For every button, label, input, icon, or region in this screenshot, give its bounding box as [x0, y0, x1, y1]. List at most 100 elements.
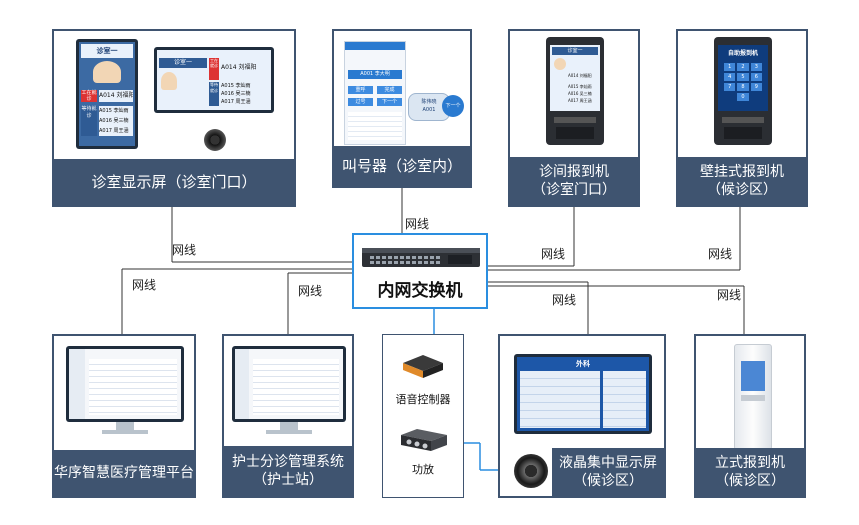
waiting-item: A016 吴三楠 [568, 91, 592, 96]
waiting-item: A015 李灿雨 [221, 83, 251, 89]
voice-controller-icon [403, 355, 443, 378]
waiting-item: A017 周王涵 [568, 98, 592, 103]
wire-label: 网线 [405, 217, 430, 231]
monitor-base [266, 430, 312, 434]
controller-label: 语音控制器 [395, 393, 451, 406]
lcd-title: 外科 [576, 360, 590, 368]
keypad: 1 2 3 4 5 6 7 8 9 0 [724, 63, 762, 101]
lcd-table-left [520, 371, 600, 428]
bubble-next-button: 下一个 [442, 95, 464, 117]
box-caption: 叫号器（诊室内） [334, 146, 470, 186]
monitor-base [102, 430, 148, 434]
key[interactable]: 5 [737, 73, 749, 81]
monitor-stand [116, 422, 134, 430]
key[interactable]: 3 [750, 63, 762, 71]
waiting-list: A015 李灿雨 A016 吴三楠 A017 周王涵 [221, 82, 269, 106]
waiting-label: 等待就诊 [209, 82, 219, 106]
current-patient: A014 刘福阳 [568, 73, 592, 78]
box-caption: 诊室显示屏（诊室门口） [54, 159, 294, 205]
waiting-item: A015 李灿雨 [99, 108, 129, 114]
key[interactable]: 1 [724, 63, 736, 71]
room-title: 诊室一 [552, 47, 598, 55]
scanner [724, 127, 762, 139]
skip-button[interactable]: 过号 [348, 98, 373, 106]
amplifier-icon [401, 429, 447, 451]
waiting-list: A015 李灿雨 A016 吴三楠 A017 周王涵 [568, 83, 598, 104]
box-stand-checkin: 立式报到机 （候诊区） [694, 334, 806, 498]
clinic-portrait-screen-image: 诊室一 工在就诊 A014 刘福阳 等待就诊 A015 李灿雨 A016 吴三楠… [76, 39, 138, 149]
speaker-icon [204, 129, 226, 151]
doctor-avatar [161, 72, 177, 90]
waiting-label: 等待就诊 [81, 106, 97, 136]
key[interactable]: 2 [737, 63, 749, 71]
nurse-monitor-image [232, 346, 346, 422]
kiosk-screen: 自助报到机 1 2 3 4 5 6 7 8 9 0 [718, 45, 768, 111]
wire-label: 网线 [298, 284, 323, 298]
waiting-item: A015 李灿雨 [568, 84, 592, 89]
kiosk-title: 自助报到机 [727, 50, 758, 57]
doctor-avatar [93, 61, 121, 83]
current-patient: A014 刘福阳 [221, 64, 257, 71]
box-lcd: 外科 液晶集中显示屏 （候诊区） [498, 334, 666, 498]
switch-label: 内网交换机 [377, 281, 463, 301]
box-nurse: 护士分诊管理系统 （护士站） [222, 334, 354, 498]
wire-label: 网线 [717, 288, 742, 302]
network-switch: 内网交换机 [352, 233, 488, 309]
data-table [89, 359, 177, 415]
waiting-item: A016 吴三楠 [221, 91, 251, 97]
wire-label: 网线 [708, 247, 733, 261]
room-title: 诊室一 [159, 58, 207, 68]
scanner [556, 127, 594, 139]
card-slot [722, 117, 764, 123]
box-wall-checkin: 自助报到机 1 2 3 4 5 6 7 8 9 0 壁挂式报到机 （候诊区） [676, 29, 808, 207]
box-caller: A001 李大明 重呼 完成 过号 下一个 陈伟晓 A001 下一个 叫号器（诊… [332, 29, 472, 188]
sidebar [235, 349, 249, 419]
box-caption: 华序智慧医疗管理平台 [54, 450, 194, 496]
card-slot [554, 117, 596, 123]
wire-label: 网线 [552, 293, 577, 307]
key[interactable]: 8 [737, 83, 749, 91]
key[interactable]: 0 [737, 93, 749, 101]
waiting-list: A015 李灿雨 A016 吴三楠 A017 周王涵 [99, 106, 133, 136]
bubble-name: 陈伟晓 [421, 99, 437, 105]
current-label: 工在就诊 [209, 58, 219, 80]
speaker-icon [514, 454, 548, 488]
data-table [253, 359, 339, 415]
key[interactable]: 7 [724, 83, 736, 91]
stand-kiosk-image [734, 344, 772, 450]
box-caption: 诊间报到机 （诊室门口） [510, 157, 638, 205]
key[interactable]: 4 [724, 73, 736, 81]
kiosk-screen [741, 361, 765, 391]
next-button[interactable]: 下一个 [377, 98, 402, 106]
box-caption: 立式报到机 （候诊区） [696, 448, 804, 496]
key[interactable]: 9 [750, 83, 762, 91]
room-checkin-kiosk-image: 诊室一 A014 刘福阳 A015 李灿雨 A016 吴三楠 A017 周王涵 [546, 37, 604, 145]
sidebar [69, 349, 85, 419]
waiting-item: A017 周王涵 [221, 99, 251, 105]
platform-monitor-image [66, 346, 184, 422]
box-caption: 液晶集中显示屏 （候诊区） [552, 448, 664, 496]
current-patient: A014 刘福阳 [99, 90, 133, 102]
key[interactable]: 6 [750, 73, 762, 81]
caller-ticket: A001 李大明 [348, 70, 402, 79]
card-slot [741, 395, 765, 401]
recall-button[interactable]: 重呼 [348, 86, 373, 94]
caller-screen-image: A001 李大明 重呼 完成 过号 下一个 [344, 41, 406, 145]
wire-label: 网线 [132, 278, 157, 292]
room-title: 诊室一 [81, 44, 133, 58]
lcd-screen-image: 外科 [514, 354, 652, 434]
switch-icon [362, 248, 480, 267]
waiting-item: A016 吴三楠 [99, 118, 129, 124]
monitor-stand [280, 422, 298, 430]
box-platform: 华序智慧医疗管理平台 [52, 334, 196, 498]
doctor-avatar [554, 58, 566, 70]
box-caption: 壁挂式报到机 （候诊区） [678, 157, 806, 205]
box-audio: 语音控制器 功放 [382, 334, 464, 498]
wall-checkin-kiosk-image: 自助报到机 1 2 3 4 5 6 7 8 9 0 [714, 37, 772, 145]
box-room-checkin: 诊室一 A014 刘福阳 A015 李灿雨 A016 吴三楠 A017 周王涵 … [508, 29, 640, 207]
finish-button[interactable]: 完成 [377, 86, 402, 94]
current-label: 工在就诊 [81, 90, 97, 102]
clinic-landscape-screen-image: 诊室一 工在就诊 A014 刘福阳 等待就诊 A015 李灿雨 A016 吴三楠… [154, 47, 274, 113]
lcd-table-right [603, 371, 646, 428]
